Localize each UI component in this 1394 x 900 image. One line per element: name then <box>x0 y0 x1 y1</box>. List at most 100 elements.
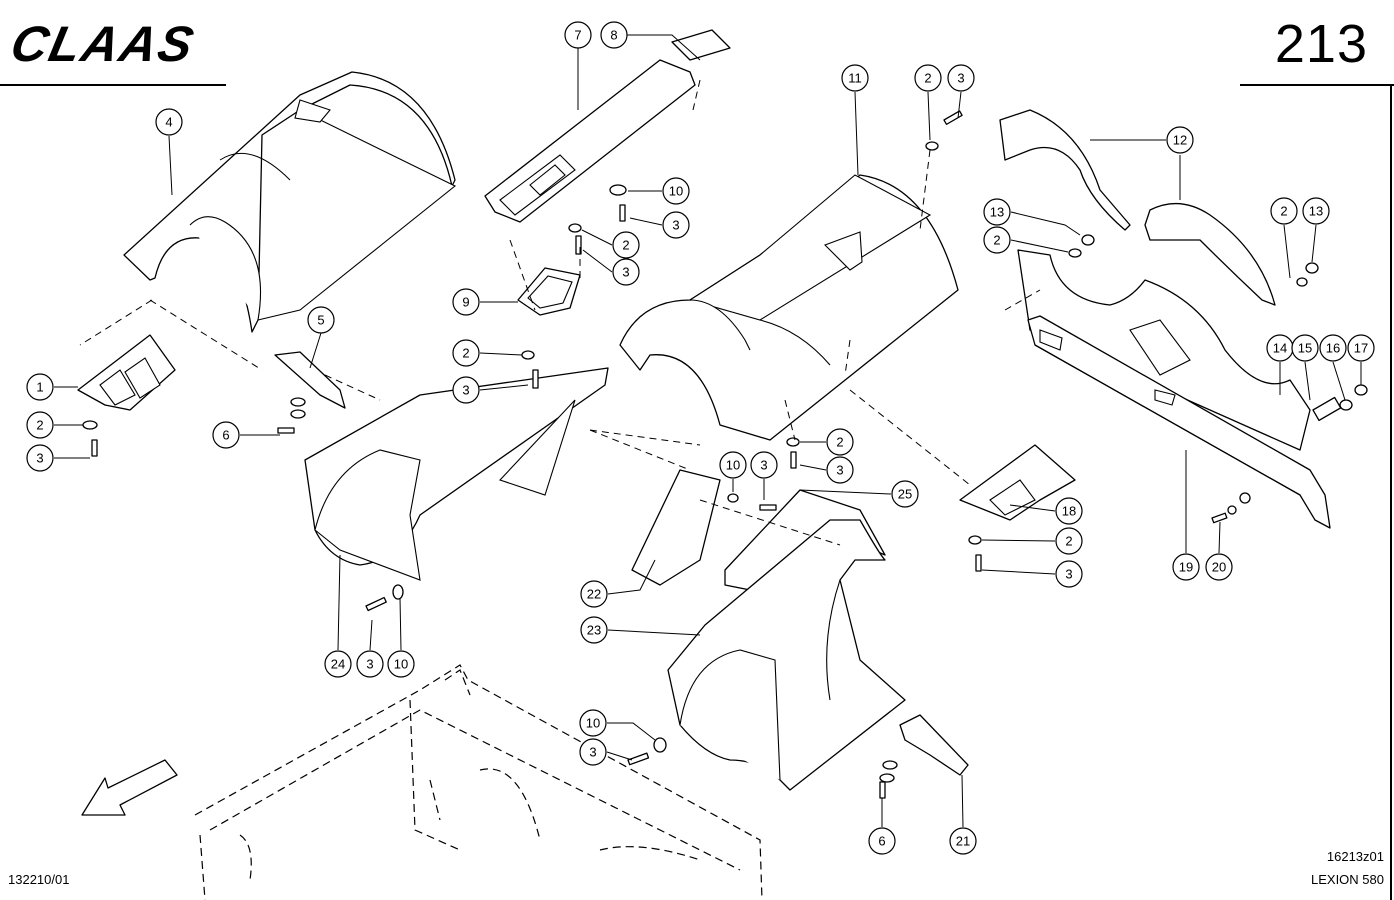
callout-label: 2 <box>836 435 843 450</box>
callout-3i: 3 <box>356 650 384 678</box>
part-5-bracket <box>274 351 346 409</box>
callout-3e: 3 <box>947 64 975 92</box>
callout-label: 10 <box>394 657 408 672</box>
machine-frame-dashed <box>194 664 763 900</box>
callout-2f: 2 <box>1270 197 1298 225</box>
callout-label: 17 <box>1354 341 1368 356</box>
callout-21: 21 <box>949 827 977 855</box>
callout-label: 2 <box>1065 534 1072 549</box>
callout-label: 24 <box>331 657 345 672</box>
callout-label: 3 <box>672 218 679 233</box>
callout-13b: 13 <box>1302 197 1330 225</box>
part-7-plate <box>484 29 731 223</box>
document-id: 132210/01 <box>8 872 70 887</box>
callout-2d: 2 <box>914 64 942 92</box>
callout-label: 1 <box>36 380 43 395</box>
callout-12: 12 <box>1166 126 1194 154</box>
callout-2h: 2 <box>1055 527 1083 555</box>
callout-label: 10 <box>669 184 683 199</box>
part-24-trough <box>304 367 609 581</box>
callout-label: 21 <box>956 834 970 849</box>
leader-lines <box>54 34 1362 828</box>
assembly-lines <box>79 79 1041 546</box>
callout-label: 18 <box>1062 504 1076 519</box>
callout-20: 20 <box>1205 553 1233 581</box>
callout-label: 5 <box>317 313 324 328</box>
header-rule-left <box>0 84 226 86</box>
callout-6b: 6 <box>868 827 896 855</box>
part-12-side-plates <box>999 109 1276 306</box>
part-23-trough <box>667 519 906 791</box>
callout-3d: 3 <box>452 376 480 404</box>
callout-3b: 3 <box>662 211 690 239</box>
callout-13a: 13 <box>983 198 1011 226</box>
callout-2c: 2 <box>452 339 480 367</box>
callout-label: 3 <box>366 657 373 672</box>
part-21-bracket <box>899 714 969 776</box>
part-22-panel <box>631 469 721 586</box>
page-number: 213 <box>1274 14 1368 74</box>
callout-15: 15 <box>1291 334 1319 362</box>
callout-5: 5 <box>307 306 335 334</box>
part-11-cover <box>619 174 959 441</box>
callout-10d: 10 <box>579 709 607 737</box>
frame-right-edge <box>1390 84 1392 900</box>
callout-3f: 3 <box>826 456 854 484</box>
callout-2g: 2 <box>826 428 854 456</box>
callout-7: 7 <box>564 21 592 49</box>
part-1-deflector <box>77 334 176 411</box>
callout-label: 25 <box>898 487 912 502</box>
model-name: LEXION 580 <box>1311 872 1384 887</box>
callout-3a: 3 <box>26 444 54 472</box>
callout-label: 2 <box>622 238 629 253</box>
part-19-rail <box>1027 315 1331 529</box>
callout-3h: 3 <box>1055 560 1083 588</box>
callout-label: 2 <box>924 71 931 86</box>
callout-label: 8 <box>610 28 617 43</box>
callout-18: 18 <box>1055 497 1083 525</box>
callout-label: 12 <box>1173 133 1187 148</box>
part-18-deflector <box>959 444 1076 521</box>
callout-2b: 2 <box>612 231 640 259</box>
header-rule-right <box>1240 84 1394 86</box>
callout-label: 3 <box>957 71 964 86</box>
callout-label: 3 <box>1065 567 1072 582</box>
callout-6a: 6 <box>212 421 240 449</box>
callout-label: 3 <box>589 745 596 760</box>
callout-3g: 3 <box>750 451 778 479</box>
callout-label: 6 <box>878 834 885 849</box>
callout-label: 10 <box>726 458 740 473</box>
callout-1: 1 <box>26 373 54 401</box>
callout-label: 3 <box>462 383 469 398</box>
callout-3c: 3 <box>612 258 640 286</box>
callout-10b: 10 <box>719 451 747 479</box>
callout-11: 11 <box>841 64 869 92</box>
callout-label: 10 <box>586 716 600 731</box>
callout-label: 9 <box>462 295 469 310</box>
callout-label: 16 <box>1326 341 1340 356</box>
direction-arrow-icon <box>81 759 178 816</box>
callout-label: 3 <box>836 463 843 478</box>
callout-label: 15 <box>1298 341 1312 356</box>
callout-label: 7 <box>574 28 581 43</box>
callout-25: 25 <box>891 480 919 508</box>
callout-label: 2 <box>36 418 43 433</box>
callout-9: 9 <box>452 288 480 316</box>
callout-label: 3 <box>622 265 629 280</box>
callout-19: 19 <box>1172 553 1200 581</box>
callout-label: 13 <box>1309 204 1323 219</box>
callout-label: 4 <box>165 115 172 130</box>
callout-14: 14 <box>1266 334 1294 362</box>
callout-label: 14 <box>1273 341 1287 356</box>
callout-label: 13 <box>990 205 1004 220</box>
callout-22: 22 <box>580 580 608 608</box>
callout-2e: 2 <box>983 226 1011 254</box>
callout-label: 2 <box>462 346 469 361</box>
callout-label: 22 <box>587 587 601 602</box>
part-9-seal <box>517 267 581 316</box>
part-14-side-plate <box>1017 249 1311 451</box>
callout-24: 24 <box>324 650 352 678</box>
callout-23: 23 <box>580 616 608 644</box>
part-4-cover <box>123 71 457 333</box>
